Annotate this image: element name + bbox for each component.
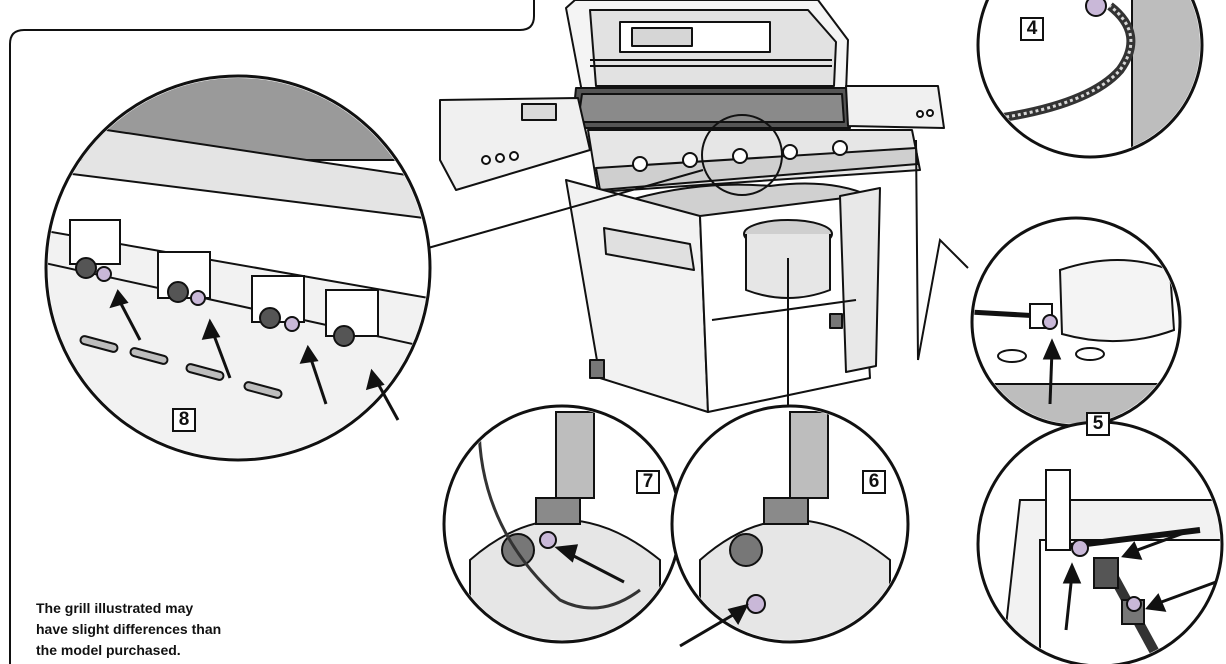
disclaimer-line-1: The grill illustrated may bbox=[36, 600, 194, 616]
detail-5-regulator bbox=[970, 216, 1182, 428]
leader-lines bbox=[427, 114, 969, 408]
callout-number-7: 7 bbox=[636, 470, 660, 494]
detail-5-hose-junction bbox=[976, 420, 1224, 664]
detail-8-burner-valves bbox=[44, 74, 432, 462]
callout-number-4: 4 bbox=[1020, 17, 1044, 41]
instruction-frame bbox=[9, 0, 535, 664]
detail-7-tank-valve bbox=[442, 404, 682, 644]
callout-number-6: 6 bbox=[862, 470, 886, 494]
zoom-circle-burners bbox=[701, 114, 783, 196]
grill-main-illustration bbox=[439, 0, 945, 413]
illustration-disclaimer: The grill illustrated may have slight di… bbox=[36, 598, 296, 661]
callout-number-8: 8 bbox=[172, 408, 196, 432]
callout-number-5: 5 bbox=[1086, 412, 1110, 436]
disclaimer-line-2: have slight differences than bbox=[36, 621, 222, 637]
disclaimer-line-3: the model purchased. bbox=[36, 642, 181, 658]
detail-4-hose-connection bbox=[976, 0, 1204, 159]
detail-6-tank-valve bbox=[670, 404, 910, 648]
